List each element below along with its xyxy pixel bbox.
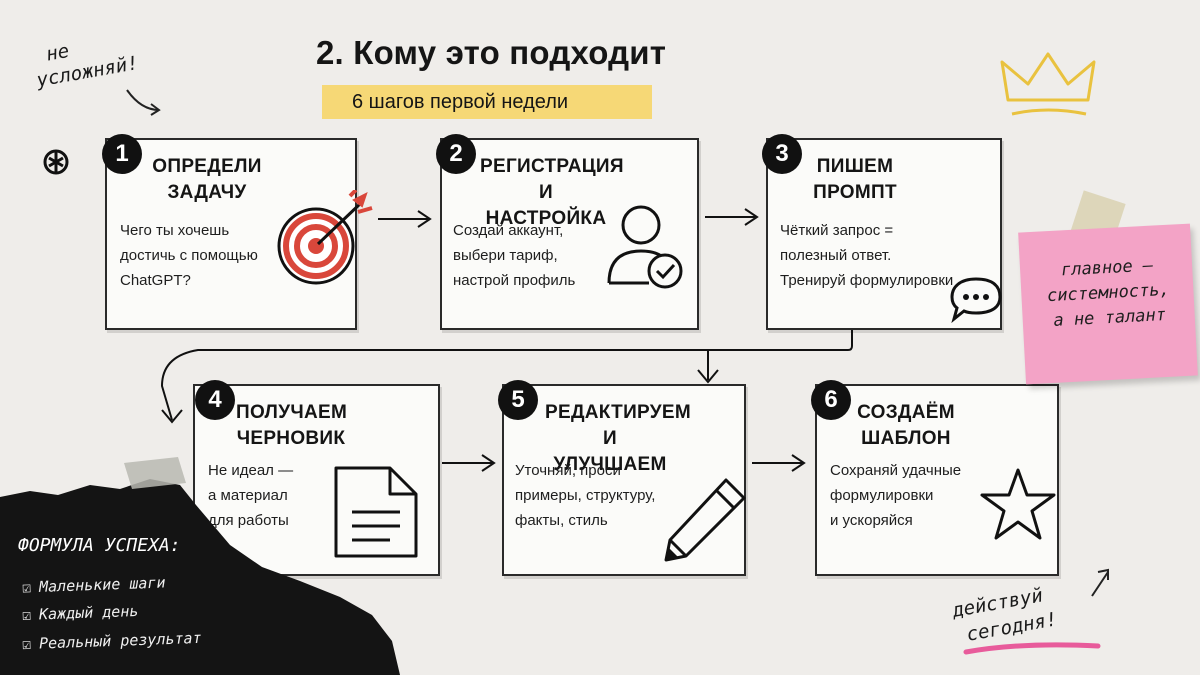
speech-bubble-icon bbox=[950, 277, 1002, 323]
sticky-note-text: главное — системность, а не талант bbox=[1032, 252, 1186, 335]
target-icon bbox=[277, 190, 373, 285]
star-icon bbox=[980, 468, 1056, 540]
step-title-1: Определи задачу bbox=[152, 154, 262, 206]
step-desc-2-line2: выбери тариф, bbox=[453, 247, 558, 264]
step-desc-2-line3: настрой профиль bbox=[453, 272, 576, 289]
step-desc-3-line1: Чёткий запрос = bbox=[780, 222, 894, 239]
step-desc-5-line2: примеры, структуру, bbox=[515, 487, 656, 504]
step-number-4: 4 bbox=[195, 380, 235, 420]
step-desc-1-line2: достичь с помощью bbox=[120, 247, 258, 264]
torn-paper-panel bbox=[0, 457, 400, 675]
step-desc-6-line3: и ускоряйся bbox=[830, 512, 913, 529]
step-number-3: 3 bbox=[762, 134, 802, 174]
step-title-2: Регистрация и настройка bbox=[480, 154, 624, 232]
formula-item-2-text: Каждый день bbox=[38, 601, 139, 624]
crown-icon bbox=[1000, 52, 1096, 116]
step-title-3-line2: промпт bbox=[813, 182, 897, 203]
step-desc-4-line2: а материал bbox=[208, 487, 288, 504]
arrow-5-6-icon bbox=[752, 454, 806, 472]
step-number-2: 2 bbox=[436, 134, 476, 174]
step-card-6 bbox=[815, 384, 1059, 576]
step-desc-4: Не идеал — а материал для работы bbox=[208, 458, 293, 533]
step-desc-2-line1: Создай аккаунт, bbox=[453, 222, 564, 239]
checkbox-icon: ☑ bbox=[21, 634, 32, 654]
page-subtitle: 6 шагов первой недели bbox=[322, 85, 652, 119]
step-title-3-line1: Пишем bbox=[816, 156, 894, 177]
step-desc-4-line1: Не идеал — bbox=[208, 462, 294, 479]
user-check-icon bbox=[607, 205, 683, 289]
step-desc-1-line1: Чего ты хочешь bbox=[120, 222, 230, 239]
step-desc-3: Чёткий запрос = полезный ответ. Тренируй… bbox=[780, 218, 953, 293]
step-title-3: Пишем промпт bbox=[810, 154, 900, 206]
step-title-2-line1: Регистрация bbox=[480, 156, 624, 177]
step-card-5 bbox=[502, 384, 746, 576]
formula-title: ФОРМУЛА УСПЕХА: bbox=[18, 535, 181, 556]
checkbox-icon: ☑ bbox=[21, 578, 32, 597]
pencil-icon bbox=[664, 478, 746, 562]
curved-arrow-icon bbox=[126, 89, 161, 116]
step-number-1: 1 bbox=[102, 134, 142, 174]
step-desc-6-line2: формулировки bbox=[830, 487, 934, 504]
step-number-5: 5 bbox=[498, 380, 538, 420]
step-desc-6-line1: Сохраняй удачные bbox=[830, 462, 962, 479]
arrow-4-5-icon bbox=[442, 454, 496, 472]
step-title-6: Создаём шаблон bbox=[856, 400, 956, 452]
step-title-5-line1: Редактируем bbox=[545, 402, 691, 423]
pink-underline-icon bbox=[963, 642, 1101, 655]
step-title-4-line1: Получаем bbox=[236, 402, 348, 423]
step-number-6: 6 bbox=[811, 380, 851, 420]
checkbox-icon: ☑ bbox=[21, 605, 32, 625]
openai-logo-icon bbox=[43, 149, 69, 175]
step-desc-1: Чего ты хочешь достичь с помощью ChatGPT… bbox=[120, 218, 258, 293]
step-card-4 bbox=[193, 384, 440, 576]
step-desc-5: Уточняй, проси примеры, структуру, факты… bbox=[515, 458, 655, 533]
step-title-1-line1: Определи bbox=[152, 156, 262, 177]
sticky-note: главное — системность, а не талант bbox=[1018, 223, 1198, 385]
document-icon bbox=[334, 466, 418, 558]
step-title-5: Редактируем и улучшаем bbox=[545, 400, 691, 478]
step-desc-4-line3: для работы bbox=[208, 512, 289, 529]
step-desc-3-line2: полезный ответ. bbox=[780, 247, 892, 264]
step-desc-2: Создай аккаунт, выбери тариф, настрой пр… bbox=[453, 218, 575, 293]
page-title: 2. Кому это подходит bbox=[316, 34, 667, 71]
step-desc-5-line1: Уточняй, проси bbox=[515, 462, 621, 479]
doodle-top-left: не усложняй! bbox=[31, 27, 141, 92]
arrow-2-3-icon bbox=[705, 208, 759, 226]
step-title-6-line1: Создаём bbox=[857, 402, 955, 423]
step-desc-1-line3: ChatGPT? bbox=[120, 272, 191, 289]
arrow-1-2-icon bbox=[378, 210, 432, 228]
step-title-4-line2: черновик bbox=[236, 428, 346, 449]
step-desc-5-line3: факты, стиль bbox=[515, 512, 608, 529]
step-title-5-line2: и улучшаем bbox=[553, 428, 667, 475]
step-title-4: Получаем черновик bbox=[236, 400, 348, 452]
step-title-2-line2: и настройка bbox=[485, 182, 607, 229]
connector-3-4-icon bbox=[160, 330, 853, 424]
step-desc-6: Сохраняй удачные формулировки и ускоряйс… bbox=[830, 458, 961, 533]
step-title-6-line2: шаблон bbox=[861, 428, 951, 449]
step-desc-3-line3: Тренируй формулировки bbox=[780, 272, 954, 289]
small-arrow-icon bbox=[1091, 568, 1109, 597]
step-title-1-line2: задачу bbox=[167, 182, 247, 203]
